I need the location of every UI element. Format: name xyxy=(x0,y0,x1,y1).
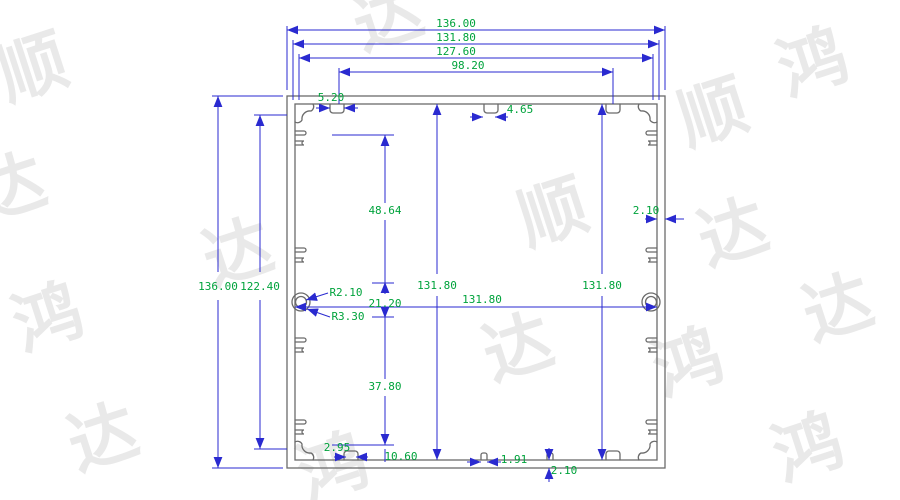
dim-label-width-131-80-mid: 131.80 xyxy=(462,293,502,306)
dim-label-overall-width: 136.00 xyxy=(436,17,476,30)
watermark-char: 达 xyxy=(0,141,56,237)
watermark-char: 达 xyxy=(473,301,562,397)
watermark-char: 鸿 xyxy=(763,401,852,497)
dim-label-bottom-wall-2-10: 2.10 xyxy=(551,464,578,477)
dim-label-right-wall-2-10: 2.10 xyxy=(633,204,660,217)
dim-label-top-notch-4-65: 4.65 xyxy=(507,103,534,116)
dim-label-height-131-80-left: 131.80 xyxy=(417,279,457,292)
dim-label-overall-height: 136.00 xyxy=(198,280,238,293)
screw-boss-hole xyxy=(644,295,658,309)
pcb-slot-rib xyxy=(294,419,307,435)
dim-label-height-48-64: 48.64 xyxy=(368,204,401,217)
pcb-slot-rib xyxy=(294,247,307,263)
dim-label-bottom-2-95: 2.95 xyxy=(324,441,351,454)
watermark-char: 顺 xyxy=(508,166,597,262)
pcb-slot-rib xyxy=(294,130,307,146)
dim-label-height-37-80: 37.80 xyxy=(368,380,401,393)
watermark-char: 顺 xyxy=(668,66,757,162)
corner-screw-channel xyxy=(637,103,658,124)
watermark-char: 顺 xyxy=(0,21,78,117)
dim-label-radius-r2-10: R2.10 xyxy=(329,286,362,299)
watermark-char: 达 xyxy=(343,0,432,67)
bottom-wall-slot xyxy=(546,452,554,461)
bottom-wall-slot xyxy=(480,452,488,461)
dim-label-inner-width-131-80: 131.80 xyxy=(436,31,476,44)
pcb-slot-rib xyxy=(294,337,307,353)
dim-label-top-notch-5-20: 5.20 xyxy=(318,91,345,104)
corner-screw-channel xyxy=(637,440,658,461)
dim-label-inner-height-122-40: 122.40 xyxy=(240,280,280,293)
watermark-char: 达 xyxy=(58,391,147,487)
corner-screw-channel xyxy=(294,103,315,124)
watermark-char: 鸿 xyxy=(768,16,857,112)
profile-outer-wall xyxy=(286,95,666,469)
dim-label-height-131-80-right: 131.80 xyxy=(582,279,622,292)
screw-boss-hole xyxy=(294,295,308,309)
pcb-slot-rib xyxy=(645,419,658,435)
top-wall-slot xyxy=(483,103,499,114)
dim-label-gap-21-20: 21.20 xyxy=(368,297,401,310)
dim-label-height-10-60: 10.60 xyxy=(384,450,417,463)
watermark-char: 达 xyxy=(793,261,882,357)
dim-label-width-127-60: 127.60 xyxy=(436,45,476,58)
dim-label-width-98-20: 98.20 xyxy=(451,59,484,72)
pcb-slot-rib xyxy=(645,247,658,263)
watermark-char: 鸿 xyxy=(3,271,92,367)
pcb-slot-rib xyxy=(645,130,658,146)
top-wall-slot xyxy=(605,103,621,114)
dim-label-radius-r3-30: R3.30 xyxy=(331,310,364,323)
dim-label-bottom-slot-1-91: 1.91 xyxy=(501,453,528,466)
watermark-char: 达 xyxy=(688,186,777,282)
bottom-wall-slot xyxy=(605,450,621,461)
top-wall-slot xyxy=(329,103,345,114)
dimension-lines xyxy=(212,25,684,482)
